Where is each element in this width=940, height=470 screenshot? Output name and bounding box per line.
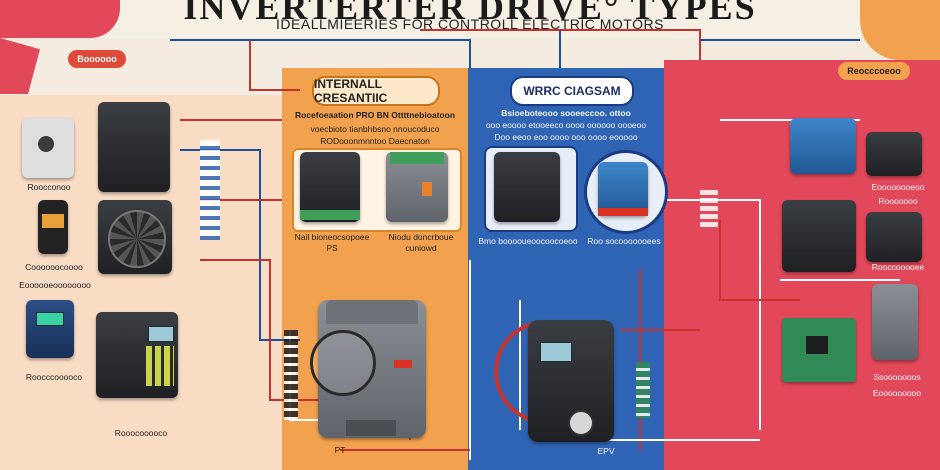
orange-main-terminal [346,420,396,436]
left-connector-block [200,140,220,240]
left-keypad-buttons [146,346,174,386]
left-caption-3: Eoooooeoooooooo [19,280,91,290]
corner-shape-topleft [0,0,120,38]
left-caption-4: Roocccooooco [25,372,83,382]
orange-line-2: voecbioto tianbhbsno nnoucoduco [310,124,440,134]
right-pcb-chip [806,336,828,354]
mid-connector-block [636,362,650,418]
left-blue-screen [36,312,64,326]
page-subtitle: IDEALLMIEERIES FOR CONTROLL ELECTRIC MOT… [276,16,664,32]
blue-device-1 [494,152,560,222]
left-device-blue [26,300,74,358]
blue-main-screen [540,342,572,362]
right-caption-1: Eoooooooeoo [871,182,925,192]
blue-main-knob-icon [568,410,594,436]
left-small-display [42,214,64,228]
pill-left: Boooooo [68,50,126,68]
blue-device-caption-2: Roo socooooooees [587,236,661,246]
right-device-blue [790,118,856,174]
left-caption-5: Rooocooooco [114,428,168,438]
right-device-terminal-2 [866,212,922,262]
right-device-panel [782,200,856,272]
orange-device-caption-1: Nail bioneocsopoee PS [294,232,370,253]
orange-device-2-terminal [390,152,444,164]
orange-main-red-button [394,360,412,368]
right-caption-2: Rooooooo [878,196,918,206]
blue-line-3: Doo eeoo eoo oooo ooo oooo eooooo [494,132,638,142]
fan-icon [108,210,166,268]
orange-device-2-indicator [422,182,432,196]
blue-device-2-terminal [598,208,648,216]
orange-main-circle-icon [310,330,376,396]
orange-heading: Rocefoeaation PRO BN Ottttnebioatoon [294,110,456,120]
tag-internal-schematic: INTERNALL CRESANTIIC [312,76,440,106]
left-caption-2: Coooooocoooo [25,262,83,272]
right-caption-5: Eooooooooo [872,388,922,398]
right-connector-block [700,190,718,230]
blue-heading: Bsioeboteooo sooeeccoo. ottoo [501,108,631,118]
blue-bottom-caption: EPV [597,446,615,456]
pill-right: Reocccoeoo [838,62,910,80]
orange-device-1-terminal [300,210,360,220]
orange-device-caption-2: Niodu doncrboue cuniowd [388,232,454,253]
left-caption-1: Roocconoo [27,182,71,192]
orange-bottom-caption: PT [334,445,346,455]
corner-shape-right [860,0,940,60]
left-breaker-dial-icon [38,136,54,152]
blue-device-2 [598,162,648,216]
tag-wiring-diagram: WRRC CIAGSAM [510,76,634,106]
left-keypad-screen [148,326,174,342]
orange-connector-block [284,330,298,420]
right-device-grey [872,284,918,360]
blue-line-2: ooo eoooo etooeeco oooo oooooo oooeoo [485,120,647,130]
left-device-drive-large [98,102,170,192]
right-caption-3: Rooccooooee [871,262,925,272]
right-caption-4: Ssooooooos [873,372,921,382]
blue-device-caption-1: Bmo booooueoocoocoeoo [478,236,578,246]
right-device-terminal-1 [866,132,922,176]
orange-main-inverter-top [326,300,418,324]
page-title: INVERTERTER DRIVE° TYPES [183,0,757,27]
